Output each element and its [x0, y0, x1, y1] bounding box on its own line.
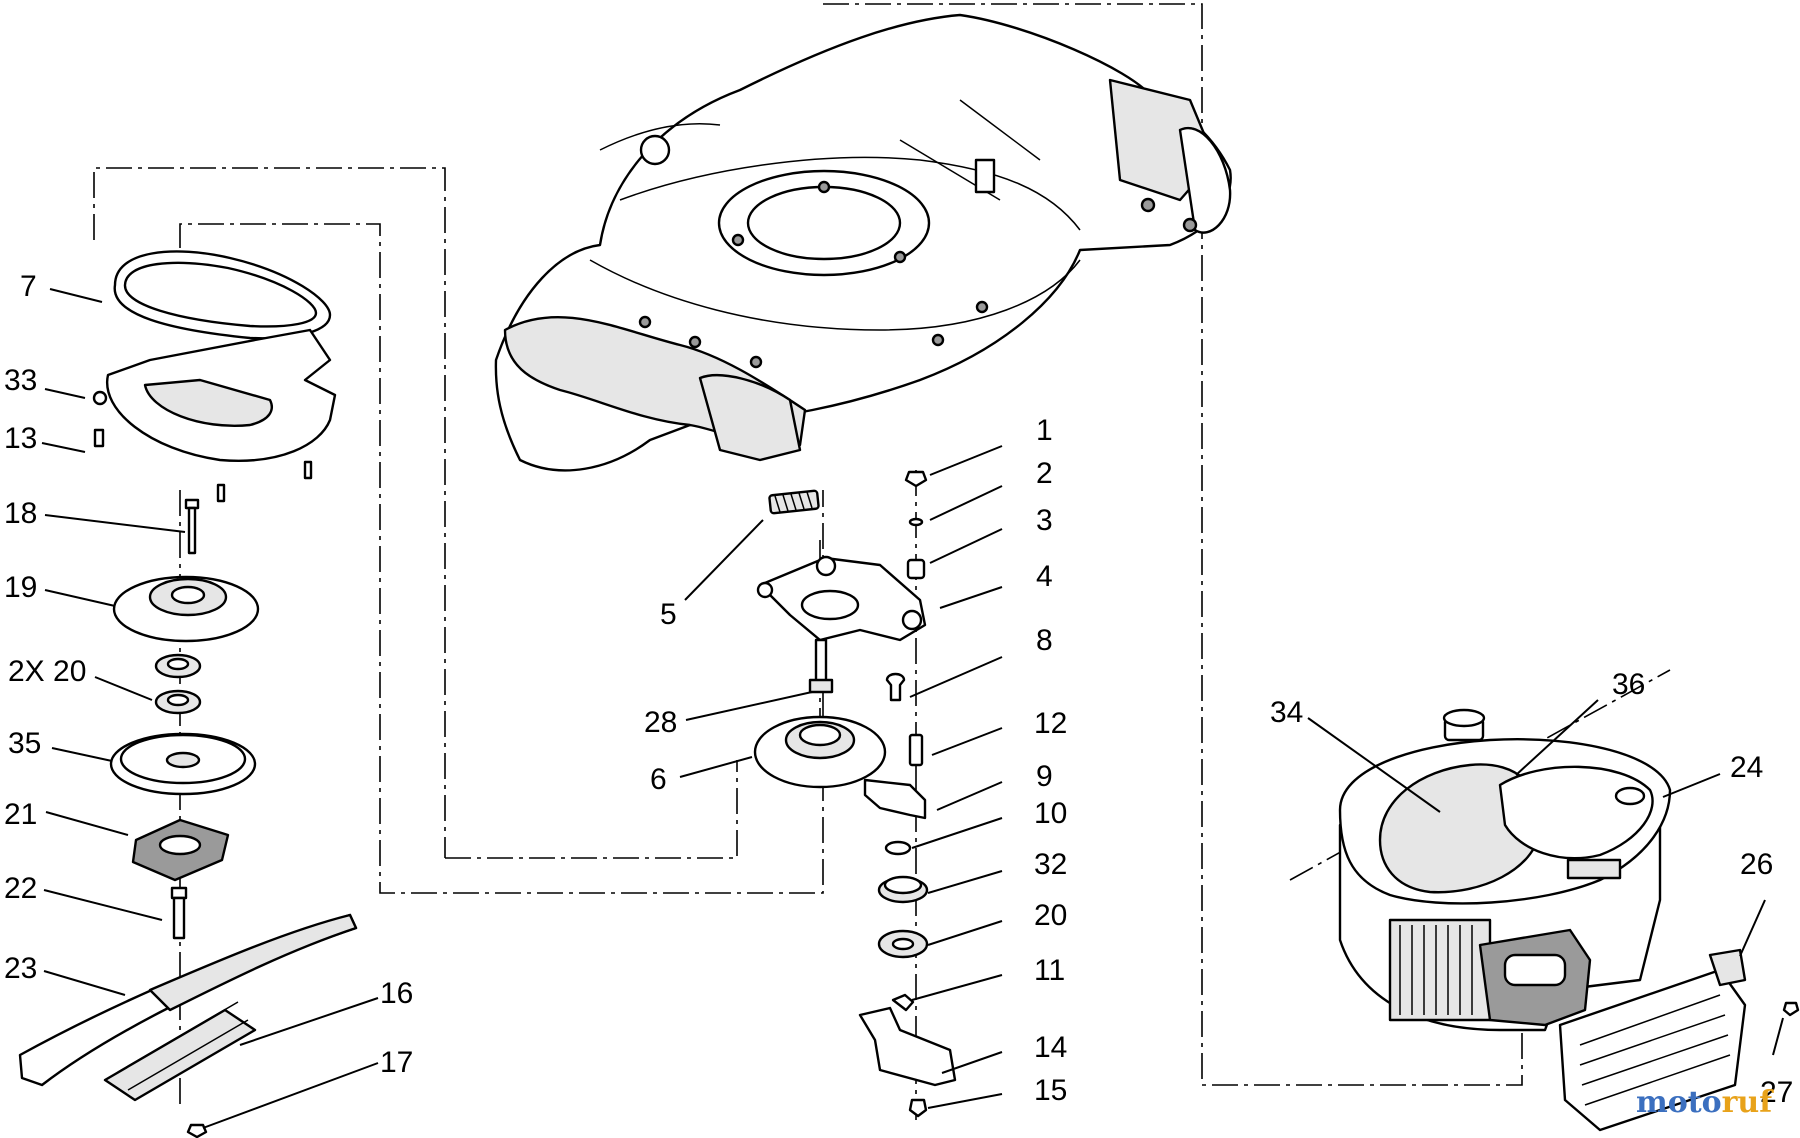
callout-8: 8 — [1036, 624, 1053, 657]
callout-2x20: 2X 20 — [8, 655, 86, 688]
callout-21: 21 — [4, 798, 37, 831]
callout-22: 22 — [4, 872, 37, 905]
callout-15: 15 — [1034, 1074, 1067, 1107]
engine-guard — [1558, 948, 1800, 1132]
callout-34: 34 — [1270, 696, 1303, 729]
callout-1: 1 — [1036, 414, 1053, 447]
callout-33: 33 — [4, 364, 37, 397]
callout-18: 18 — [4, 497, 37, 530]
callout-12: 12 — [1034, 707, 1067, 740]
callout-27: 27 — [1760, 1076, 1793, 1109]
callout-13: 13 — [4, 422, 37, 455]
svg-text:motoruf: motoruf — [1636, 1085, 1774, 1120]
left-drive-assembly — [18, 250, 358, 1138]
callout-20: 20 — [1034, 899, 1067, 932]
watermark: motoruf — [1636, 1085, 1774, 1120]
watermark-part1: moto — [1636, 1085, 1722, 1120]
callout-14: 14 — [1034, 1031, 1067, 1064]
callout-16: 16 — [380, 977, 413, 1010]
spring — [768, 489, 820, 515]
callout-2: 2 — [1036, 457, 1053, 490]
hardware-stack — [858, 470, 957, 1118]
callout-17: 17 — [380, 1046, 413, 1079]
callout-19: 19 — [4, 571, 37, 604]
leader-lines — [41, 288, 1784, 1129]
idler-bracket — [756, 555, 927, 642]
callout-11: 11 — [1034, 954, 1065, 987]
callout-32: 32 — [1034, 848, 1067, 881]
callout-6: 6 — [650, 763, 667, 796]
mower-deck — [494, 13, 1232, 472]
callout-23: 23 — [4, 952, 37, 985]
callout-28: 28 — [644, 706, 677, 739]
engine — [1338, 708, 1672, 1032]
callout-35: 35 — [8, 727, 41, 760]
callout-24: 24 — [1730, 751, 1763, 784]
callout-26: 26 — [1740, 848, 1773, 881]
callout-36: 36 — [1612, 668, 1645, 701]
callout-labels: 7 33 13 18 19 2X 20 35 21 22 23 16 17 5 … — [4, 270, 1793, 1109]
callout-3: 3 — [1036, 504, 1053, 537]
callout-7: 7 — [20, 270, 37, 303]
watermark-part2: ruf — [1722, 1085, 1775, 1120]
callout-5: 5 — [660, 598, 677, 631]
idler-pulley — [753, 638, 887, 789]
callout-10: 10 — [1034, 797, 1067, 830]
callout-9: 9 — [1036, 760, 1053, 793]
callout-4: 4 — [1036, 560, 1053, 593]
